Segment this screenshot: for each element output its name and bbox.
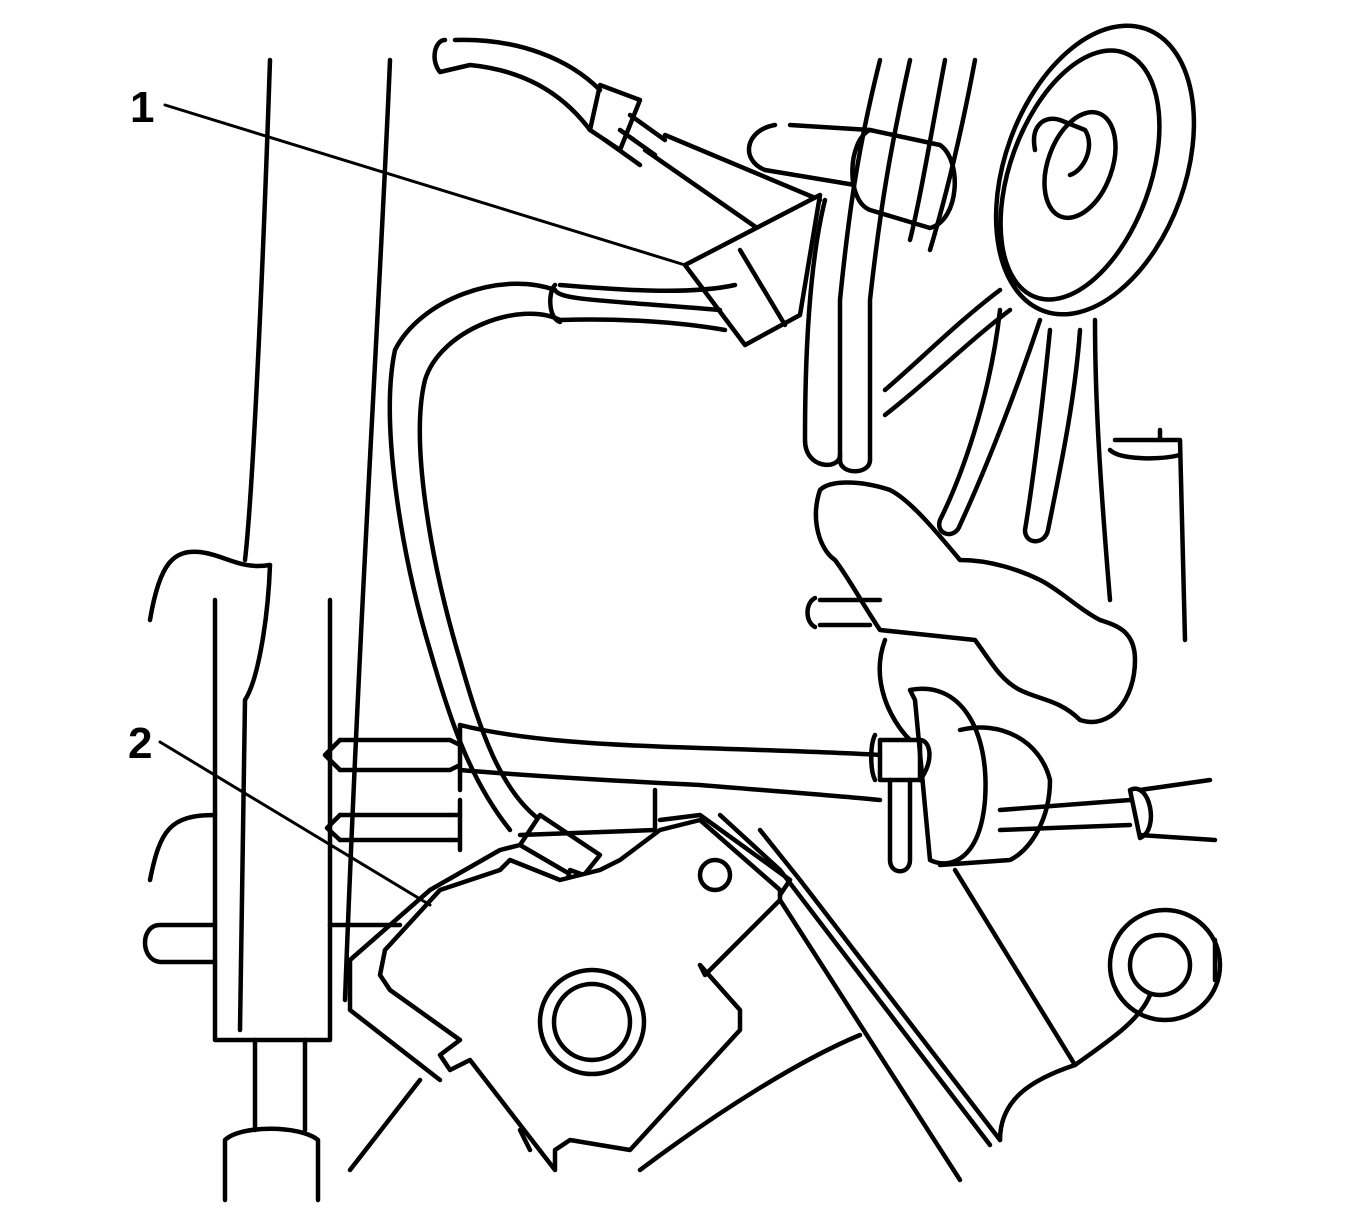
lower-arm bbox=[457, 722, 932, 874]
callout-1-label: 1 bbox=[130, 83, 154, 132]
callout-1-leader bbox=[163, 103, 687, 267]
callout-2-leader bbox=[158, 740, 432, 907]
sensor-bracket bbox=[347, 812, 793, 1173]
mounting-bracket bbox=[805, 480, 1218, 868]
callout-leaders bbox=[158, 103, 687, 907]
left-strut bbox=[142, 57, 403, 1203]
upper-hose bbox=[432, 37, 823, 233]
electrical-connector bbox=[682, 192, 823, 348]
pulley-assembly bbox=[746, 23, 1197, 643]
callout-2-label: 2 bbox=[128, 719, 152, 768]
lower-knuckle bbox=[347, 812, 1223, 1183]
mounting-pins bbox=[322, 722, 463, 853]
